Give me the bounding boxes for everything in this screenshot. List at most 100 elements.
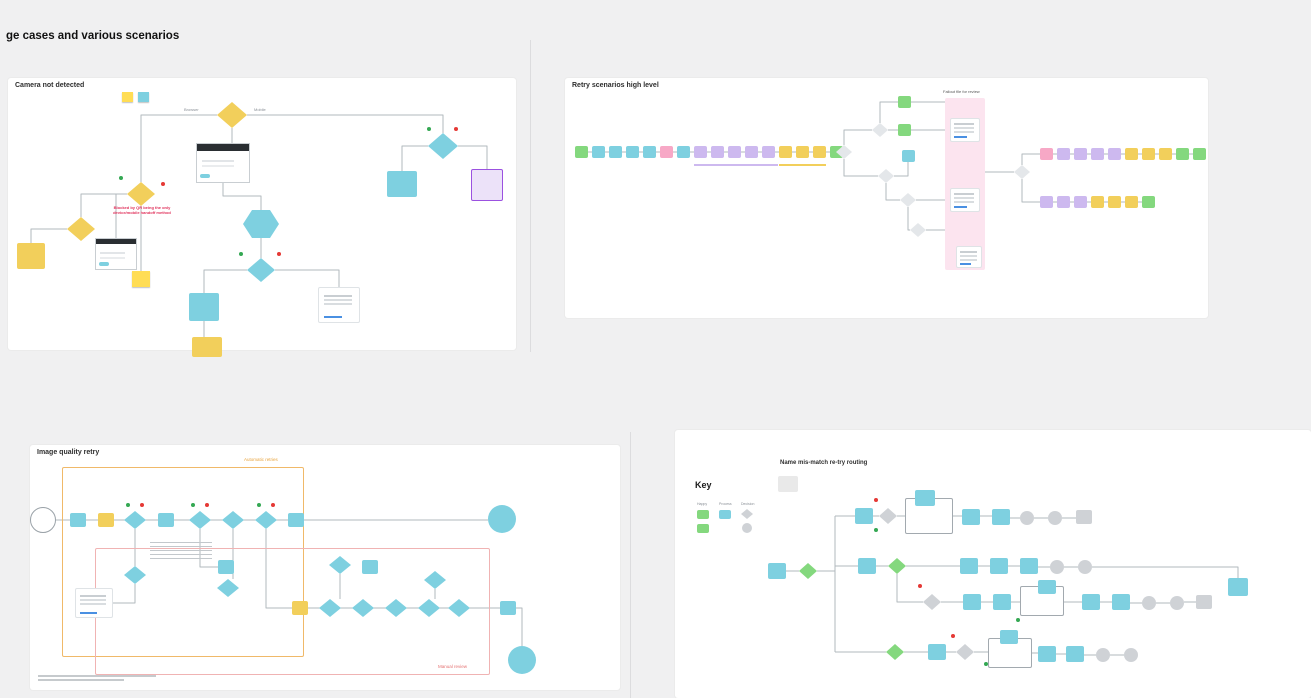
flow-node[interactable] (898, 96, 911, 108)
flow-node[interactable] (575, 146, 588, 158)
flow-node[interactable] (1038, 646, 1056, 662)
decision-node[interactable] (352, 599, 374, 617)
flow-node[interactable] (1038, 580, 1056, 594)
flow-node[interactable] (1196, 595, 1212, 609)
decision-node[interactable] (319, 599, 341, 617)
flow-node[interactable] (189, 293, 219, 321)
legend-header-process[interactable]: Process (719, 502, 732, 506)
flow-node[interactable] (768, 563, 786, 579)
flow-node[interactable] (898, 124, 911, 136)
note-card[interactable] (956, 246, 982, 268)
flow-node[interactable] (1112, 594, 1130, 610)
flow-node[interactable] (992, 509, 1010, 525)
flow-node[interactable] (1125, 148, 1138, 160)
sticky-note[interactable] (132, 271, 150, 287)
terminal-node[interactable] (1048, 511, 1062, 525)
flow-node[interactable] (1074, 148, 1087, 160)
key-heading[interactable]: Key (695, 480, 712, 490)
manual-review-label[interactable]: Manual review (438, 664, 468, 669)
decision-node[interactable] (799, 563, 817, 579)
flow-node[interactable] (292, 601, 308, 615)
flow-node[interactable] (609, 146, 622, 158)
legend-header-happy[interactable]: Happy (697, 502, 708, 506)
sticky-note[interactable] (138, 92, 149, 102)
decision-node[interactable] (888, 558, 906, 574)
decision-node[interactable] (886, 644, 904, 660)
flow-node[interactable] (796, 146, 809, 158)
sticky-note[interactable] (122, 92, 133, 102)
flow-node[interactable] (1091, 196, 1104, 208)
flow-node[interactable] (915, 490, 935, 506)
flow-node[interactable] (1159, 148, 1172, 160)
browser-screenshot[interactable] (95, 238, 137, 270)
decision-node[interactable] (910, 223, 926, 237)
board-title[interactable]: Retry scenarios high level (572, 82, 659, 89)
flow-node[interactable] (962, 509, 980, 525)
automatic-retries-label[interactable]: Automatic retries (244, 457, 278, 462)
board-retry-scenarios-high-level[interactable]: Retry scenarios high level Fallout file … (565, 78, 1208, 318)
decision-node[interactable] (448, 599, 470, 617)
legend-swatch[interactable] (697, 510, 709, 519)
branch-label-mobile[interactable]: Mobile (254, 107, 266, 112)
process-hexagon-node[interactable] (243, 210, 279, 238)
flow-node[interactable] (1040, 196, 1053, 208)
automatic-retries-region[interactable] (62, 467, 304, 657)
flow-node[interactable] (1066, 646, 1084, 662)
flow-node[interactable] (928, 644, 946, 660)
flow-node[interactable] (677, 146, 690, 158)
flow-node[interactable] (1125, 196, 1138, 208)
flow-node[interactable] (471, 169, 503, 201)
branch-label-browser[interactable]: Browser (184, 107, 199, 112)
decision-node[interactable] (385, 599, 407, 617)
decision-node[interactable] (222, 511, 244, 529)
decision-node[interactable] (124, 566, 146, 584)
flow-node[interactable] (858, 558, 876, 574)
flow-node[interactable] (362, 560, 378, 574)
terminal-node[interactable] (1078, 560, 1092, 574)
decision-node[interactable] (956, 644, 974, 660)
note-card[interactable] (950, 188, 980, 212)
flow-node[interactable] (1091, 148, 1104, 160)
decision-node[interactable] (872, 123, 888, 137)
flow-node[interactable] (192, 337, 222, 357)
flow-node[interactable] (288, 513, 304, 527)
flow-node[interactable] (963, 594, 981, 610)
flow-node[interactable] (1176, 148, 1189, 160)
flow-node[interactable] (855, 508, 873, 524)
decision-node[interactable] (1014, 165, 1030, 179)
flow-node[interactable] (200, 174, 210, 178)
flow-node[interactable] (500, 601, 516, 615)
decision-node[interactable] (836, 145, 852, 159)
image-placeholder[interactable] (778, 476, 798, 492)
flow-node[interactable] (1108, 196, 1121, 208)
flow-node[interactable] (711, 146, 724, 158)
flow-node[interactable] (1142, 148, 1155, 160)
note-card[interactable] (75, 588, 113, 618)
legend-header-decision[interactable]: Decision (741, 502, 755, 506)
flow-node[interactable] (98, 513, 114, 527)
start-node[interactable] (30, 507, 56, 533)
diagram-title[interactable]: Name mis-match re-try routing (780, 460, 868, 466)
flow-node[interactable] (1082, 594, 1100, 610)
flow-node[interactable] (1193, 148, 1206, 160)
legend-swatch[interactable] (741, 509, 753, 519)
flow-node[interactable] (745, 146, 758, 158)
decision-node[interactable] (923, 594, 941, 610)
decision-node[interactable] (124, 511, 146, 529)
flow-node[interactable] (99, 262, 109, 266)
flow-node[interactable] (960, 558, 978, 574)
flow-node[interactable] (1108, 148, 1121, 160)
flow-node[interactable] (1020, 558, 1038, 574)
flow-node[interactable] (387, 171, 417, 197)
success-node[interactable] (488, 505, 516, 533)
flow-node[interactable] (1142, 196, 1155, 208)
flow-node[interactable] (1057, 148, 1070, 160)
flow-node[interactable] (660, 146, 673, 158)
fallout-region-label[interactable]: Fallout file for review (943, 89, 980, 94)
legend-swatch[interactable] (742, 523, 752, 533)
flow-node[interactable] (1228, 578, 1248, 596)
